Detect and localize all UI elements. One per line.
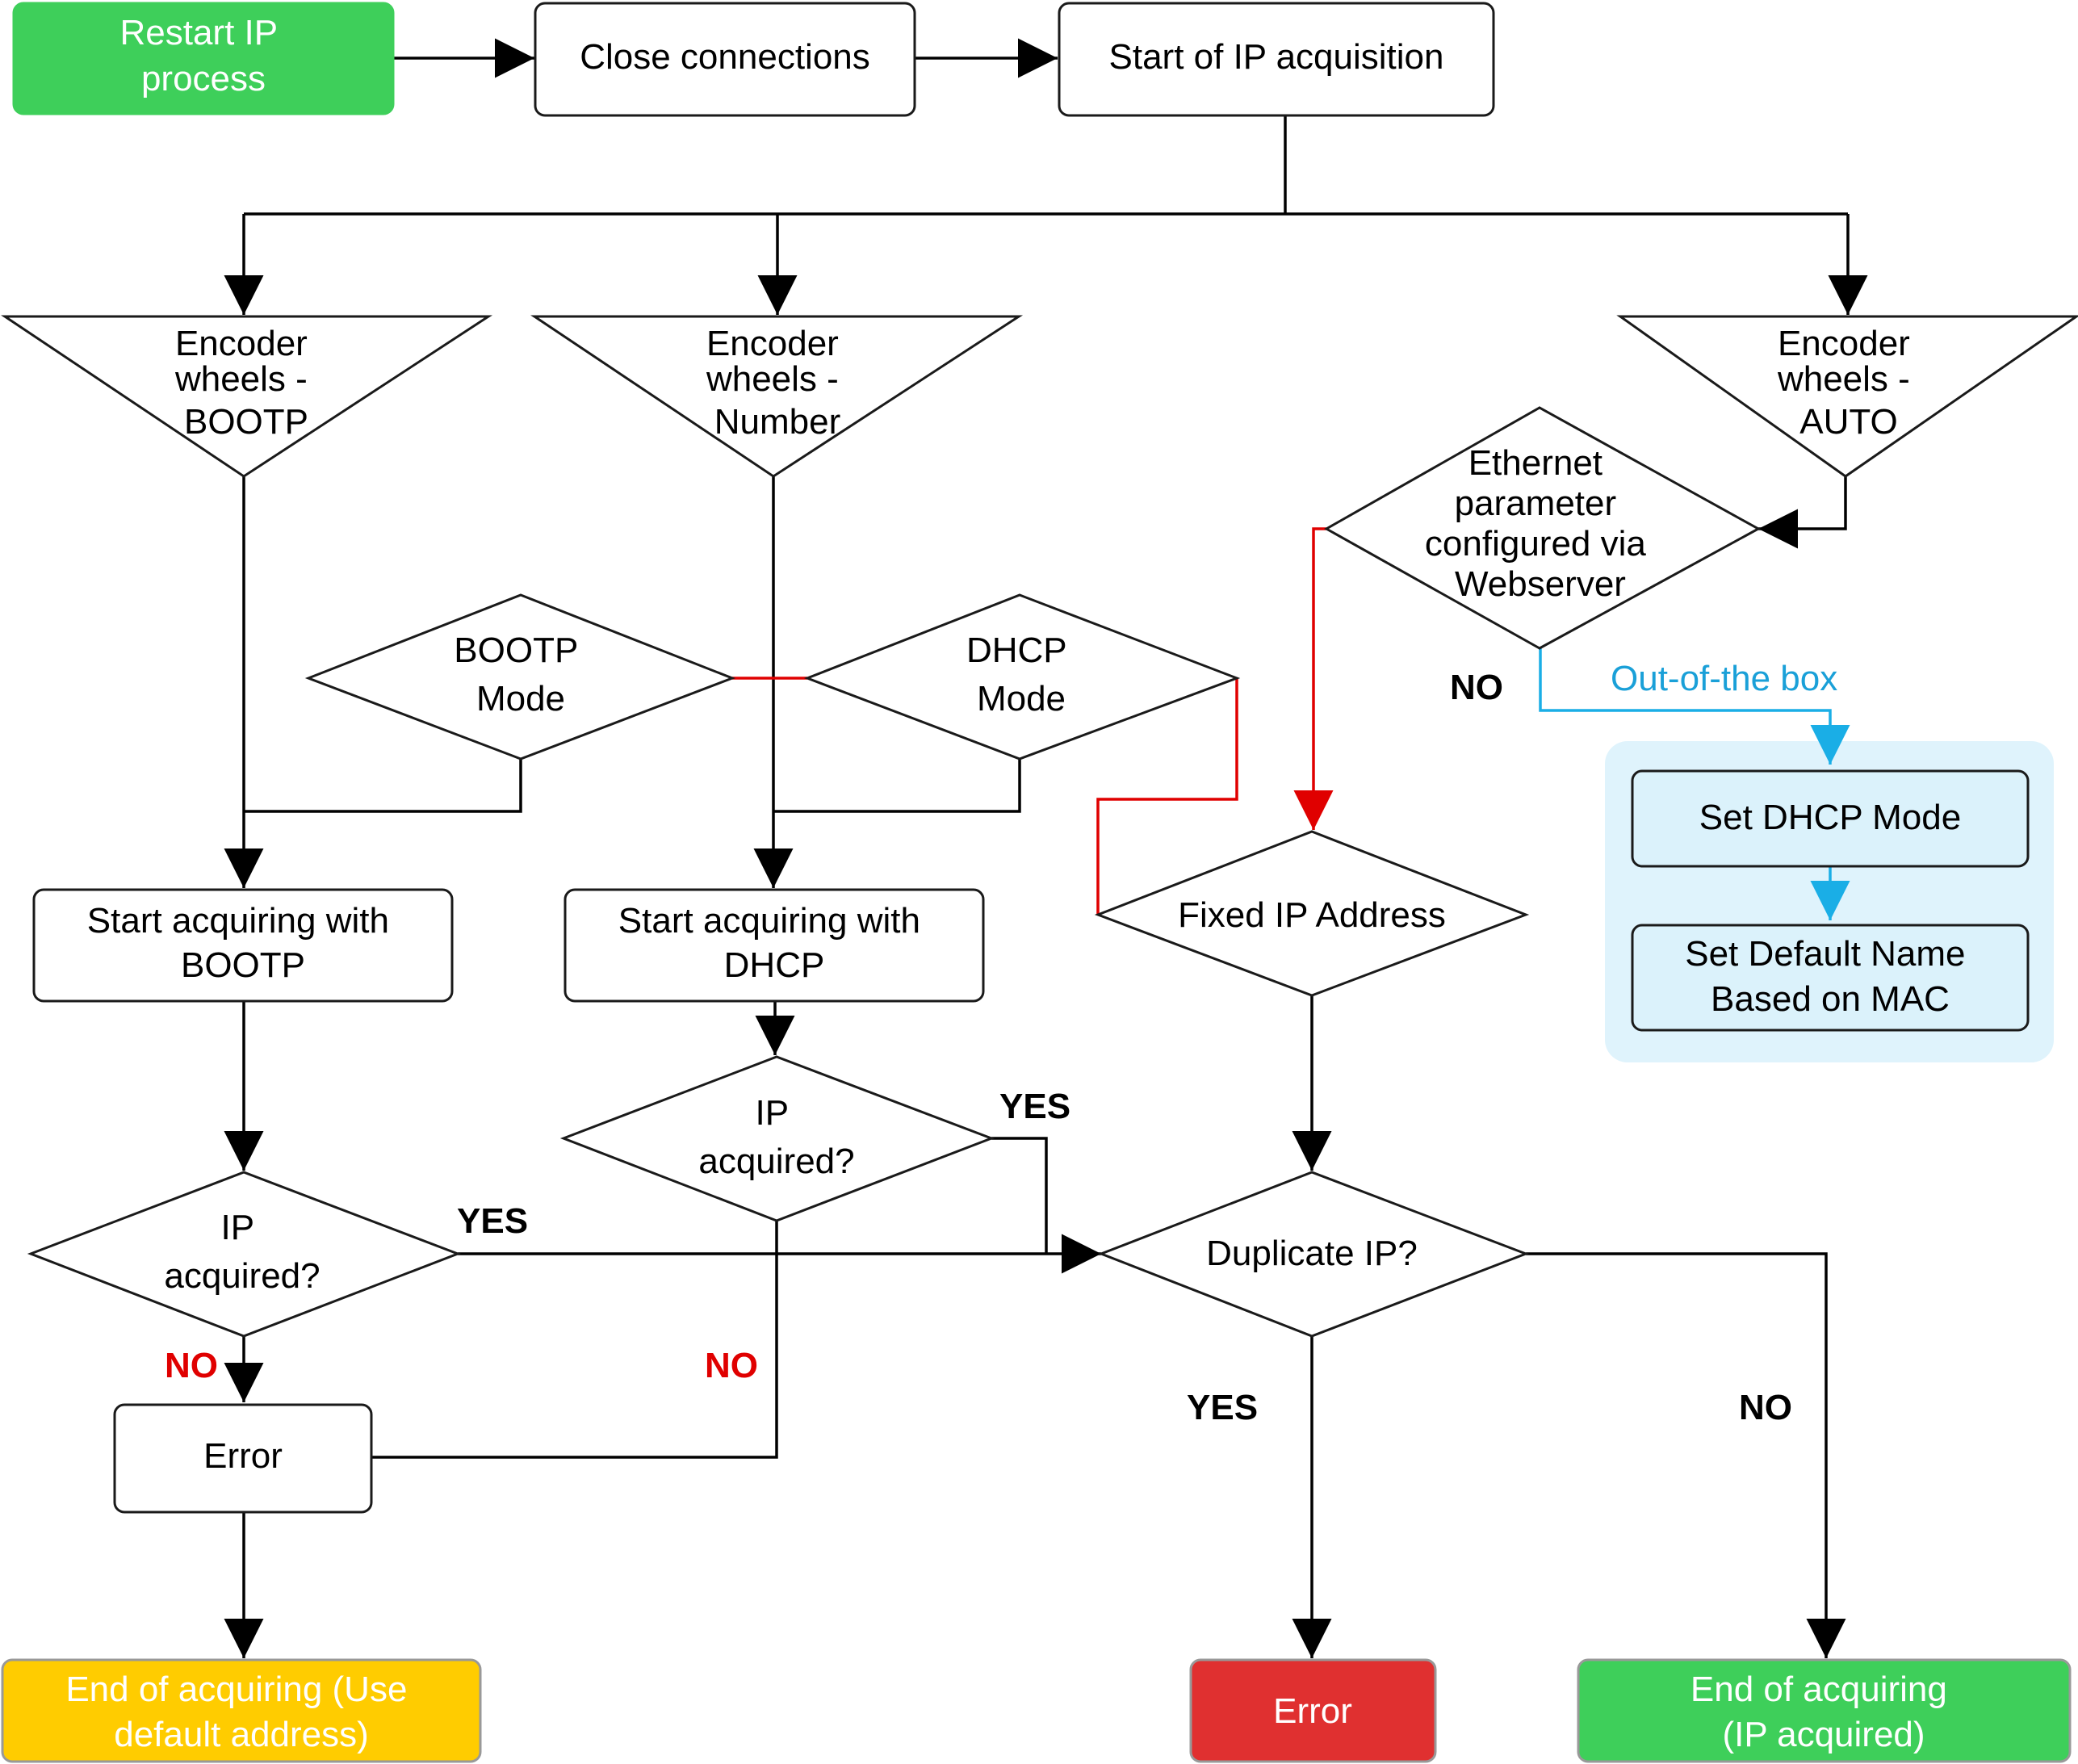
encoder-auto-label: Encoder wheels - AUTO (1777, 324, 1920, 442)
set-dhcp-mode-node: Set DHCP Mode (1631, 769, 2030, 868)
error-mid-node: Error (113, 1403, 373, 1514)
error-final-node: Error (1189, 1658, 1437, 1763)
edge-bootp-mode-join (244, 759, 522, 813)
edge-label-no-webserver: NO (1450, 668, 1503, 707)
end-ip-acquired-node: End of acquiring (IP acquired) (1577, 1658, 2072, 1763)
set-default-name-label: Set Default Name Based on MAC (1685, 934, 1975, 1019)
encoder-auto-node: Encoder wheels - AUTO (1616, 315, 2078, 478)
fixed-ip-address-node: Fixed IP Address (1094, 830, 1530, 997)
ip-acquired-dhcp-label: IP acquired? (698, 1093, 854, 1181)
edge-label-no-bootp: NO (165, 1346, 218, 1385)
edge-out-of-box-blue (1539, 648, 1850, 765)
end-ip-acquired-label: End of acquiring (IP acquired) (1690, 1670, 1957, 1754)
edge-label-yes-dhcp: YES (999, 1087, 1070, 1126)
ethernet-parameter-decision: Ethernet parameter configured via Webser… (1323, 406, 1762, 650)
set-dhcp-mode-label: Set DHCP Mode (1699, 798, 1961, 837)
blue-edges (1539, 648, 1850, 920)
restart-ip-process-node: Restart IP process (12, 2, 395, 115)
close-connections-label: Close connections (580, 37, 870, 77)
start-acquiring-dhcp-label: Start acquiring with DHCP (618, 901, 930, 985)
encoder-bootp-node: Encoder wheels - BOOTP (1, 315, 493, 478)
end-default-address-label: End of acquiring (Use default address) (65, 1670, 417, 1754)
start-acquiring-dhcp-node: Start acquiring with DHCP (563, 888, 985, 1003)
error-final-label: Error (1273, 1691, 1352, 1731)
start-ip-acquisition-node: Start of IP acquisition (1058, 2, 1495, 117)
edges (224, 38, 1868, 1658)
edge-ip-dhcp-no (371, 1221, 778, 1459)
edge-duplicate-no (1526, 1252, 1846, 1658)
bootp-mode-decision: BOOTP Mode (304, 593, 736, 760)
ethernet-parameter-label: Ethernet parameter configured via Webser… (1425, 443, 1656, 604)
dhcp-mode-label: DHCP Mode (966, 631, 1076, 719)
edge-label-out-of-box: Out-of-the box (1611, 659, 1837, 698)
duplicate-ip-label: Duplicate IP? (1206, 1234, 1418, 1273)
ip-acquired-bootp-label: IP acquired? (164, 1208, 320, 1296)
start-ip-acquisition-label: Start of IP acquisition (1109, 37, 1444, 77)
dhcp-mode-decision: DHCP Mode (803, 593, 1241, 760)
edge-label-no-duplicate: NO (1739, 1388, 1792, 1427)
edge-ethernet-no-red (1293, 527, 1334, 830)
fixed-ip-address-label: Fixed IP Address (1178, 895, 1446, 935)
edge-label-no-dhcp: NO (705, 1346, 758, 1385)
edge-encoder-auto-to-ethernet (1758, 476, 1847, 549)
red-edges (732, 527, 1334, 915)
ip-acquired-bootp-decision: IP acquired? (27, 1171, 462, 1338)
set-default-name-node: Set Default Name Based on MAC (1631, 924, 2030, 1032)
start-acquiring-bootp-node: Start acquiring with BOOTP (32, 888, 454, 1003)
duplicate-ip-decision: Duplicate IP? (1097, 1171, 1530, 1338)
restart-ip-label: Restart IP process (119, 13, 287, 98)
close-connections-node: Close connections (534, 2, 916, 117)
encoder-bootp-label: Encoder wheels - BOOTP (174, 324, 317, 442)
edge-start-split (244, 115, 1848, 216)
error-mid-label: Error (203, 1436, 283, 1476)
edge-ip-dhcp-yes (991, 1137, 1048, 1254)
encoder-number-label: Encoder wheels - Number (706, 324, 848, 442)
edge-dhcp-mode-to-fixed-red (1096, 678, 1238, 915)
edge-label-yes-duplicate: YES (1187, 1388, 1258, 1427)
encoder-number-node: Encoder wheels - Number (530, 315, 1024, 478)
edge-label-yes-bootp: YES (457, 1201, 528, 1241)
end-default-address-node: End of acquiring (Use default address) (1, 1658, 482, 1763)
ip-acquired-dhcp-decision: IP acquired? (559, 1055, 995, 1222)
bootp-mode-label: BOOTP Mode (454, 631, 587, 719)
edge-dhcp-mode-join (773, 759, 1021, 813)
start-acquiring-bootp-label: Start acquiring with BOOTP (87, 901, 399, 985)
